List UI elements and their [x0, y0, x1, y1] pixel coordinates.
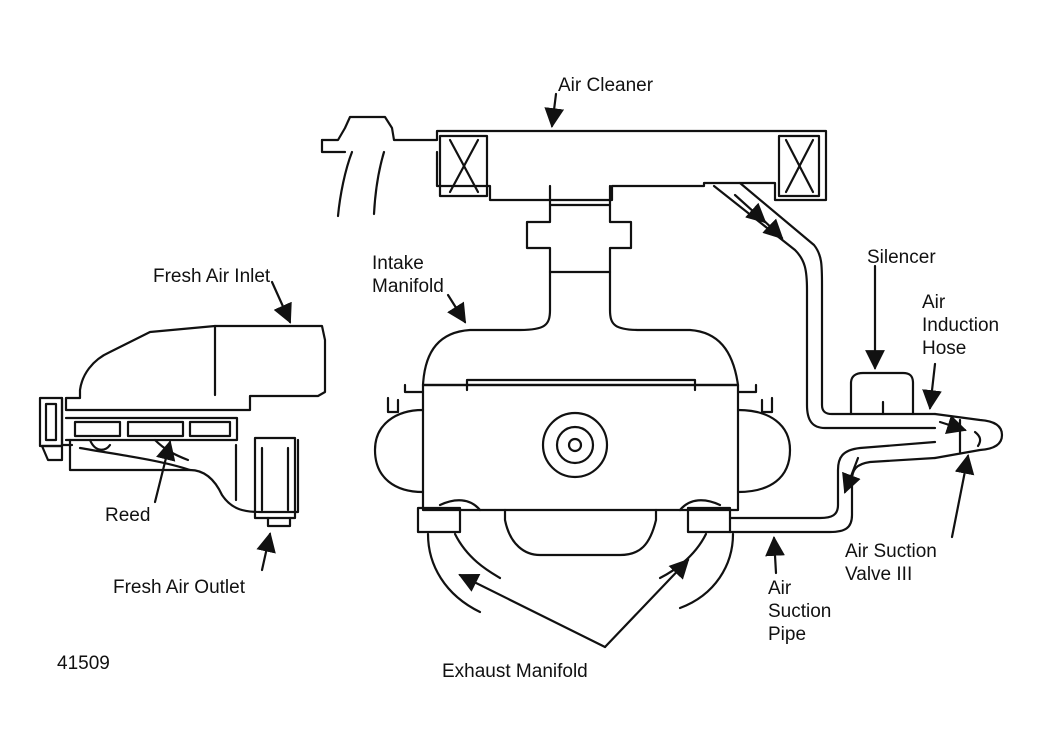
- label-reed: Reed: [105, 505, 151, 526]
- intake-manifold: [403, 270, 758, 394]
- leader-arrows: [153, 92, 975, 649]
- label-intake-manifold: Intake Manifold: [372, 253, 444, 297]
- label-silencer: Silencer: [867, 247, 936, 268]
- air-induction-hose: [712, 181, 937, 430]
- label-fresh-air-outlet: Fresh Air Outlet: [113, 577, 245, 598]
- figure-number: 41509: [57, 653, 110, 674]
- label-air-suction-valve: Air Suction Valve III: [845, 541, 937, 585]
- throttle-body: [525, 184, 633, 274]
- flow-arrows: [733, 193, 967, 494]
- engine-block: [373, 378, 792, 557]
- label-fresh-air-inlet: Fresh Air Inlet: [153, 266, 271, 287]
- label-exhaust-manifold: Exhaust Manifold: [442, 661, 588, 682]
- label-air-suction-pipe: Air Suction Pipe: [768, 578, 832, 645]
- air-cleaner: [320, 115, 828, 218]
- exhaust-manifold: [416, 499, 735, 614]
- label-air-induction-hose: Air Induction Hose: [922, 292, 1000, 359]
- air-suction-valve: [933, 412, 1004, 460]
- air-suction-pipe: [728, 440, 937, 534]
- reed-valve-assembly: [38, 324, 327, 528]
- label-air-cleaner: Air Cleaner: [558, 75, 654, 96]
